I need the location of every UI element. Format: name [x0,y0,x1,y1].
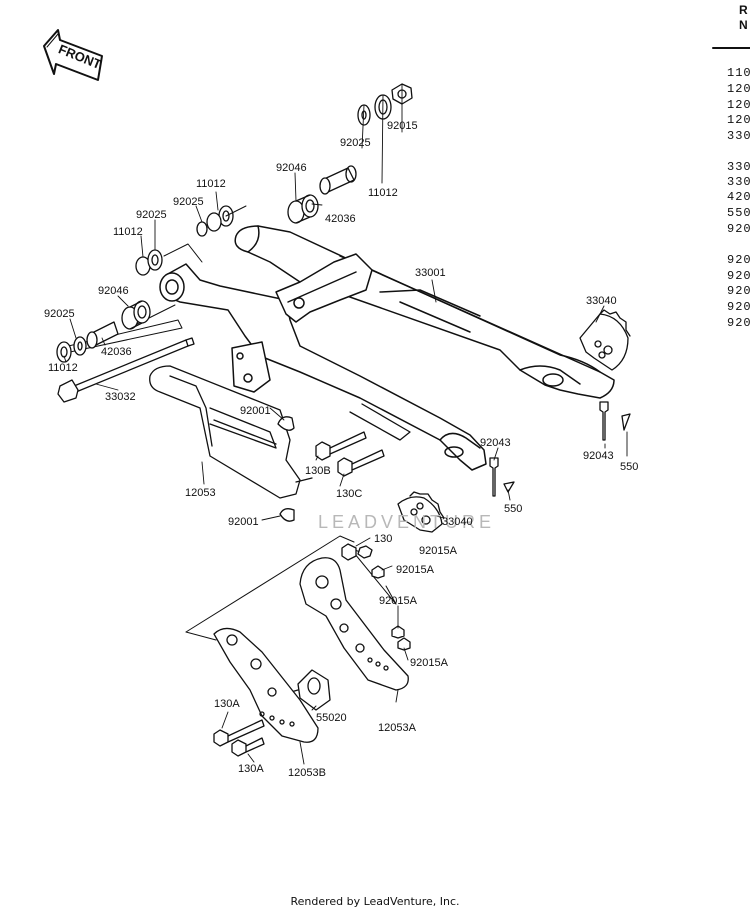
bolts-nuts-92015a [341,543,411,651]
sidebar-part-numbers: 110 120 120 120 330 330 330 420 550 920 … [727,66,750,330]
bolts-130a [213,719,265,757]
sidebar-number: 110 [727,66,750,80]
callout-92046: 92046 [98,285,129,297]
footer-credit: Rendered by LeadVenture, Inc. [290,895,460,908]
callout-33001: 33001 [415,267,446,279]
callout-130c: 130C [336,488,362,500]
callout-92025: 92025 [44,308,75,320]
axle-pins [489,401,631,497]
callout-12053b: 12053B [288,767,326,779]
callout-92043: 92043 [583,450,614,462]
leader-lines [63,83,628,765]
swing-arm-33001 [159,225,615,471]
sidebar-number: 120 [727,82,750,96]
callout-11012: 11012 [196,178,226,190]
sidebar-number: 920 [727,222,750,236]
sprocket-guard-33040-mid [397,491,445,533]
callout-11012: 11012 [48,362,78,374]
callout-92043: 92043 [480,437,511,449]
callout-550: 550 [620,461,638,473]
sidebar-number: 120 [727,113,750,127]
sidebar-number: 920 [727,300,750,314]
sidebar-number: 920 [727,269,750,283]
callout-130a: 130A [238,763,264,775]
callout-11012: 11012 [113,226,143,238]
callout-130a: 130A [214,698,240,710]
bolts-130b-130c [315,403,411,477]
callout-130: 130 [374,533,392,545]
callout-550: 550 [504,503,522,515]
callout-92046: 92046 [276,162,307,174]
sidebar-number: 920 [727,316,750,330]
callout-92001: 92001 [240,405,271,417]
lower-pivot-hardware [56,300,151,363]
callout-33032: 33032 [105,391,136,403]
sidebar-number: 330 [727,129,750,143]
part-callouts: 92015 92025 92046 11012 42036 11012 9202… [44,120,638,779]
watermark: LEADVENTURE [318,512,495,532]
header-fragment-r: R [739,3,748,17]
callout-92015: 92015 [387,120,418,132]
sidebar-number: 920 [727,284,750,298]
callout-92001: 92001 [228,516,259,528]
callout-12053a: 12053A [378,722,417,734]
callout-92015a: 92015A [419,545,458,557]
callout-92015a: 92015A [379,595,418,607]
sidebar-number: 420 [727,190,750,204]
sidebar-number: 120 [727,98,750,112]
callout-130b: 130B [305,465,331,477]
callout-92025: 92025 [136,209,167,221]
callout-42036: 42036 [325,213,356,225]
plate-12053b [213,627,319,743]
sidebar-number: 920 [727,253,750,267]
front-arrow-icon [43,29,103,81]
callout-33040: 33040 [442,516,473,528]
sidebar-number: 550 [727,206,750,220]
header-fragment-n: N [739,18,748,32]
chain-guide-12053 [149,365,313,522]
sprocket-guard-33040-right [579,309,631,371]
callout-12053: 12053 [185,487,216,499]
callout-92015a: 92015A [410,657,449,669]
plate-12053a [299,557,409,691]
callout-33040: 33040 [586,295,617,307]
callout-92025: 92025 [340,137,371,149]
callout-92025: 92025 [173,196,204,208]
pivot-shaft-33032 [57,337,195,403]
sidebar-number: 330 [727,175,750,189]
callout-92015a: 92015A [396,564,435,576]
callout-42036: 42036 [101,346,132,358]
sidebar-number: 330 [727,160,750,174]
callout-55020: 55020 [316,712,347,724]
callout-11012: 11012 [368,187,398,199]
